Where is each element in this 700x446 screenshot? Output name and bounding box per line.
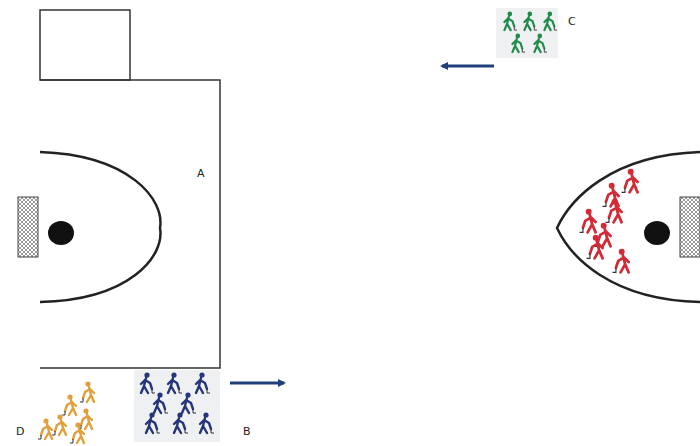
player-figure xyxy=(80,381,94,402)
shooting-circle xyxy=(40,152,160,302)
callout-letter: B xyxy=(243,426,251,437)
player-figure xyxy=(182,392,196,413)
player-figure xyxy=(512,34,525,53)
player-figure xyxy=(544,12,557,31)
goal xyxy=(680,197,700,257)
player-figure xyxy=(606,199,622,223)
player-figure xyxy=(622,169,638,193)
callout-letter: C xyxy=(568,16,576,27)
player-figure xyxy=(62,394,76,415)
player-figure xyxy=(534,34,547,53)
player-figure xyxy=(613,249,629,273)
player-figure xyxy=(587,235,603,259)
player-figure xyxy=(200,412,214,433)
callout-letter: A xyxy=(197,168,205,179)
player-figure xyxy=(174,412,188,433)
spot xyxy=(48,221,74,245)
group-panel xyxy=(134,370,220,442)
small-box xyxy=(40,10,130,80)
spot xyxy=(644,221,670,245)
direction-arrow xyxy=(442,65,494,68)
zone-outline xyxy=(40,80,220,368)
group-panel xyxy=(496,8,558,58)
player-figure xyxy=(154,392,168,413)
player-figure xyxy=(141,372,155,393)
player-figure xyxy=(196,372,210,393)
player-figure xyxy=(524,12,537,31)
shooting-circle xyxy=(557,152,700,302)
player-figure xyxy=(504,12,517,31)
direction-arrow xyxy=(230,382,284,385)
player-figure xyxy=(38,418,52,439)
player-figure xyxy=(168,372,182,393)
callout-letter: D xyxy=(16,426,24,437)
player-figure xyxy=(146,412,160,433)
player-figure xyxy=(580,209,596,233)
players xyxy=(38,12,638,443)
player-figure xyxy=(52,414,66,435)
goal xyxy=(18,197,38,257)
player-figure xyxy=(70,422,84,443)
player-figure xyxy=(603,183,619,207)
